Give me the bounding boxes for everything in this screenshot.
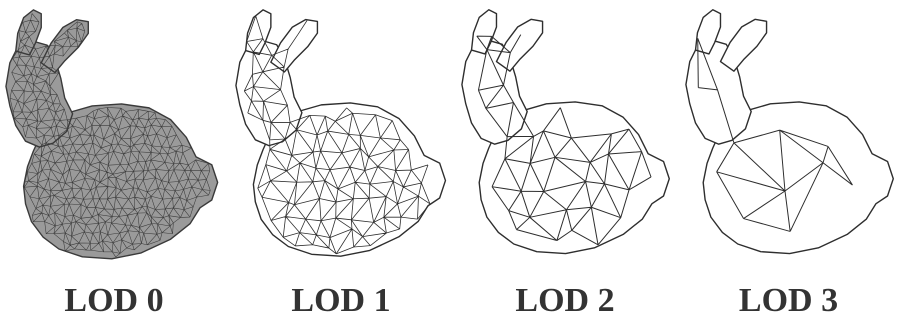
lod-1-caption: LOD 1: [228, 282, 454, 320]
bunny-mesh-lod-1: [228, 0, 454, 280]
bunny-mesh-lod-0: [0, 0, 228, 280]
lod-3-caption: LOD 3: [676, 282, 901, 320]
bunny-mesh-lod-3: [676, 0, 901, 280]
lod-0-caption: LOD 0: [0, 282, 228, 320]
lod-0-panel: LOD 0: [0, 0, 228, 323]
lod-3-panel: LOD 3: [676, 0, 901, 323]
bunny-mesh-lod-2: [454, 0, 676, 280]
lod-2-panel: LOD 2: [454, 0, 676, 323]
lod-2-caption: LOD 2: [454, 282, 676, 320]
lod-1-panel: LOD 1: [228, 0, 454, 323]
